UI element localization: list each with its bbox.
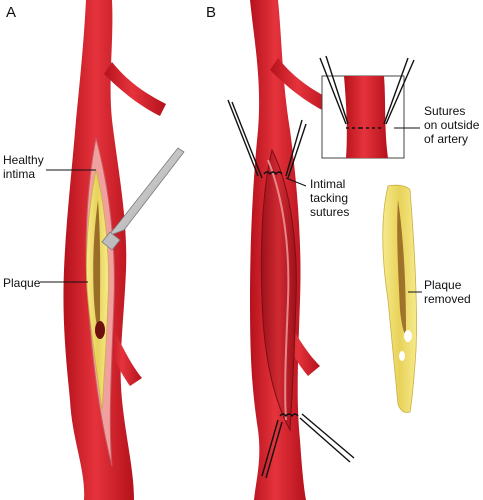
panel-b	[227, 0, 422, 500]
label-plaque-removed: Plaque removed	[424, 278, 471, 306]
inset-sutures-outside	[319, 55, 420, 159]
plaque-core-a	[93, 200, 101, 331]
panel-letter-a: A	[6, 4, 17, 21]
scalpel	[101, 147, 185, 251]
plaque-ulcer-a	[95, 321, 105, 339]
panel-a	[40, 0, 185, 500]
branch-a-upper	[104, 62, 166, 116]
branch-b-upper	[270, 58, 332, 112]
label-healthy-intima: Healthy intima	[3, 153, 44, 181]
label-intimal-tacking-sutures: Intimal tacking sutures	[310, 177, 350, 219]
tacking-sutures-bottom	[261, 413, 355, 479]
tacking-sutures-top	[227, 99, 307, 179]
label-sutures-outside: Sutures on outside of artery	[424, 104, 480, 146]
panel-letter-b: B	[206, 4, 217, 21]
removed-plaque	[382, 184, 422, 413]
lumen-edge-b	[267, 159, 290, 421]
lumen-b	[260, 148, 297, 432]
label-plaque: Plaque	[3, 276, 41, 290]
branch-a-lower	[106, 330, 142, 386]
leader-tacking-sutures	[285, 177, 307, 187]
